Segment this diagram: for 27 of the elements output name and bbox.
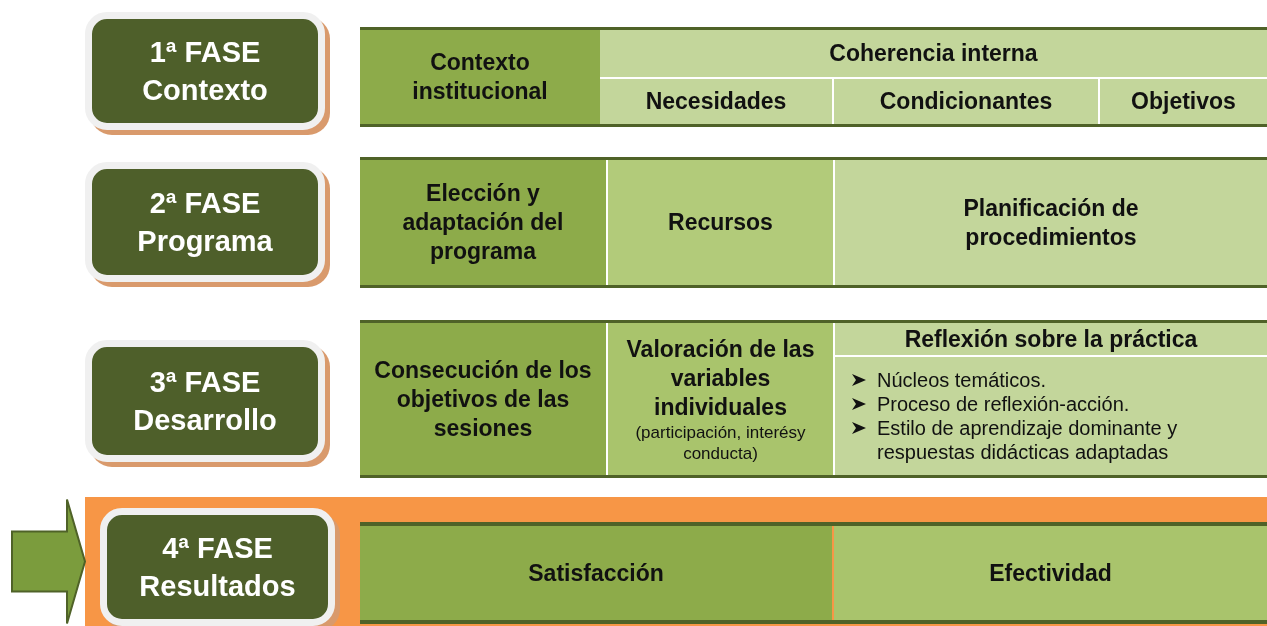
cell-text: Satisfacción: [528, 558, 664, 588]
block-arrow: [11, 498, 87, 625]
cell-text: Elección y adaptación del programa: [401, 179, 565, 266]
cell-text: Planificación de procedimientos: [962, 193, 1140, 252]
cell-text: Reflexión sobre la práctica: [904, 324, 1198, 354]
phase-title: Contexto: [142, 73, 268, 108]
highlight-band: [85, 497, 1267, 626]
phase-number: 1ª FASE: [149, 35, 261, 70]
phase-number: 3ª FASE: [149, 365, 261, 400]
cell-text: Valoración de las variables individuales: [625, 334, 816, 422]
cell-text: Objetivos: [1131, 87, 1236, 116]
cell-text: Consecución de los objetivos de las sesiones: [374, 355, 592, 443]
phase-title: Desarrollo: [133, 403, 277, 438]
phase-title: Programa: [137, 224, 273, 259]
cell-text: Condicionantes: [879, 87, 1053, 116]
phase-number: 4ª FASE: [162, 531, 273, 566]
cell-text: Efectividad: [989, 558, 1112, 588]
cell-text: Contexto institucional: [411, 48, 549, 106]
cell-text: Necesidades: [645, 87, 787, 116]
list-item-text: Proceso de reflexión-acción.: [877, 392, 1130, 416]
cell-text: Recursos: [668, 208, 773, 237]
phase-title: Resultados: [139, 569, 296, 604]
list-item-text: Estilo de aprendizaje dominante y respuestas didácticas adaptadas: [877, 416, 1179, 464]
list-item-text: Núcleos temáticos.: [877, 368, 1046, 392]
cell-note: (participación, interésy conducta): [634, 421, 807, 464]
phase-number: 2ª FASE: [149, 186, 261, 221]
cell-text: Coherencia interna: [829, 39, 1038, 68]
